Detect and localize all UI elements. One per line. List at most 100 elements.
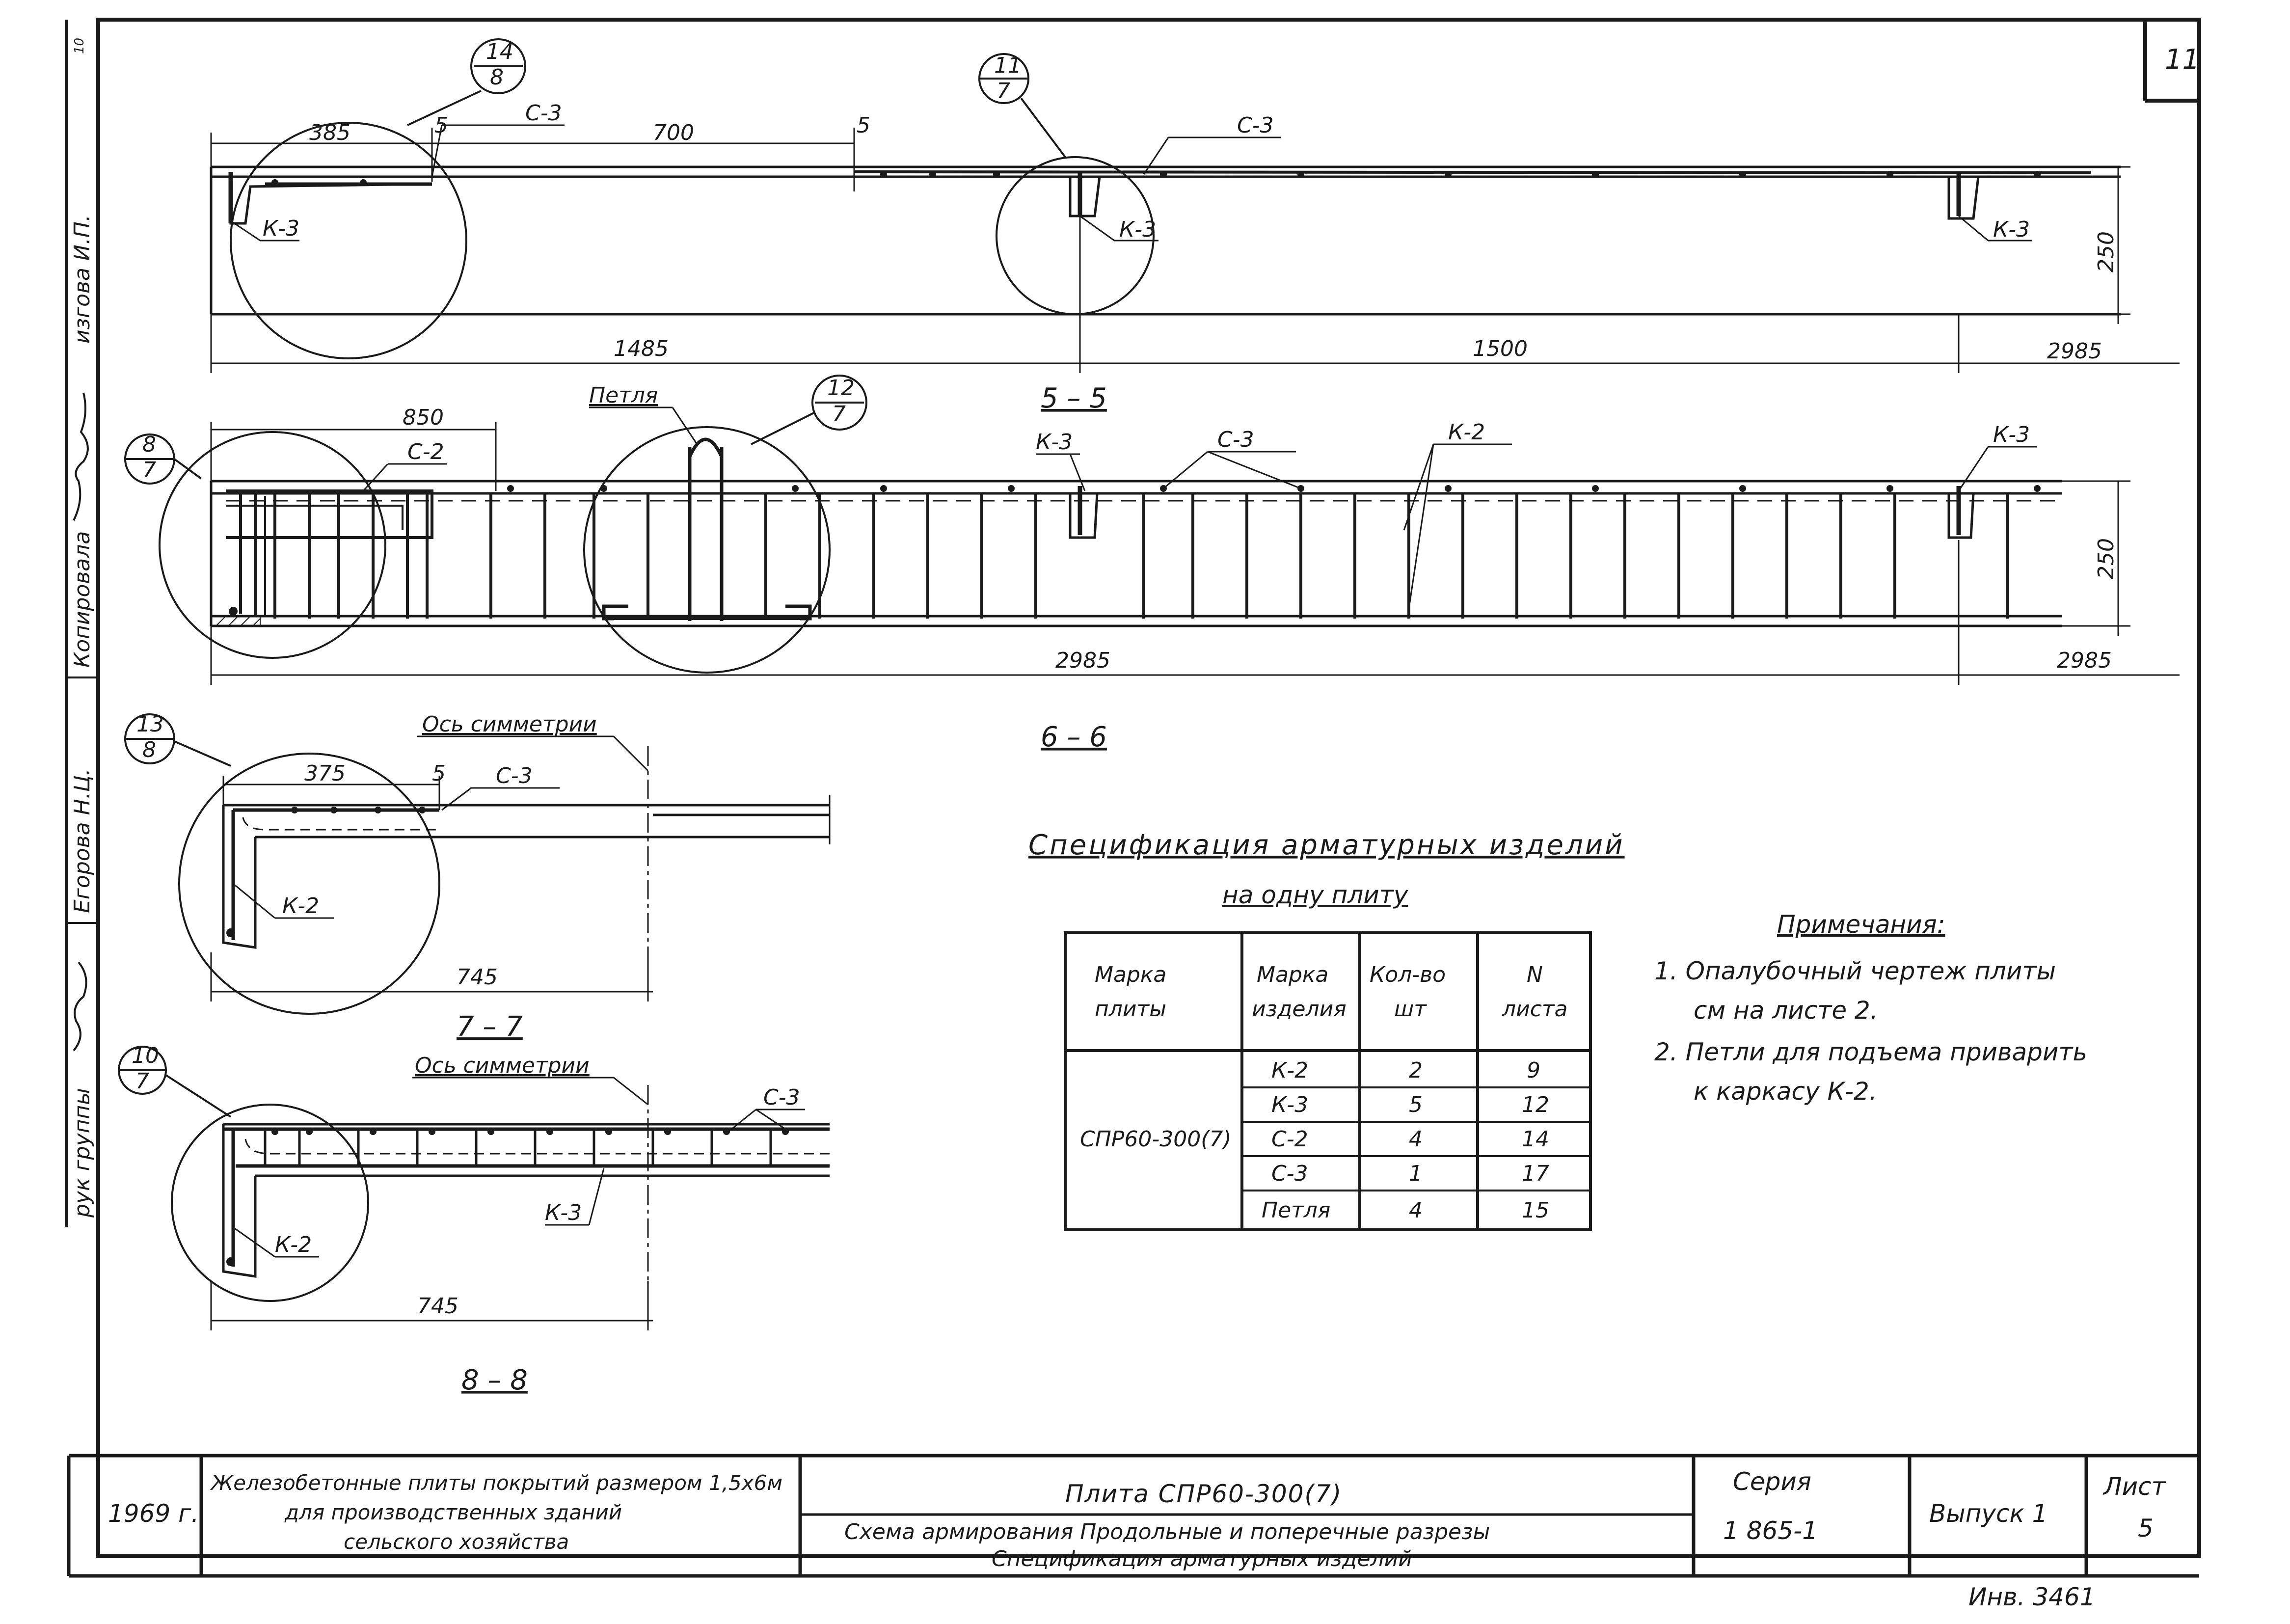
tb-scheme-2: Спецификация арматурных изделий <box>992 1546 1412 1571</box>
callout-10-7-top: 10 <box>132 1043 159 1068</box>
spec-plate-mark: СПР60-300(7) <box>1080 1127 1232 1152</box>
section-7-7-title: 7 – 7 <box>457 1011 523 1043</box>
label-k3-f: К-3 <box>545 1200 582 1225</box>
left-margin <box>65 20 100 1227</box>
tb-desc-2: для производственных зданий <box>284 1500 622 1524</box>
label-k3-c: К-3 <box>1993 217 2030 242</box>
spec-row-2-item: К-3 <box>1271 1092 1308 1117</box>
label-c3-d: С-3 <box>496 763 533 788</box>
margin-label-3: Егорова Н.Ц. <box>70 768 95 913</box>
label-k3-d: К-3 <box>1036 430 1073 455</box>
note-1-line-1: 1. Опалубочный чертеж плиты <box>1654 957 2056 985</box>
section-7-7-bars <box>226 807 426 937</box>
section-5-5-callouts <box>230 38 1155 359</box>
margin-signature-2 <box>73 961 87 1052</box>
spec-row-2-sheet: 12 <box>1522 1092 1549 1117</box>
margin-label-1: изгова И.П. <box>70 215 95 344</box>
spec-row-3-sheet: 14 <box>1522 1127 1549 1152</box>
dim-385: 385 <box>309 120 350 145</box>
sheet-frame <box>96 18 2201 1558</box>
dim-745-a: 745 <box>457 965 498 990</box>
label-k3-e: К-3 <box>1993 422 2030 447</box>
tb-year: 1969 г. <box>108 1499 199 1528</box>
spec-row-3-qty: 4 <box>1409 1127 1423 1152</box>
spec-row-5-sheet: 15 <box>1522 1198 1549 1223</box>
tb-desc-3: сельского хозяйства <box>344 1530 569 1554</box>
dim-5-a: 5 <box>434 113 448 138</box>
margin-label-2: Копировала <box>70 531 95 668</box>
section-8-8-title: 8 – 8 <box>461 1364 528 1396</box>
dim-2985-c: 2985 <box>2057 648 2112 673</box>
section-8-8-dims <box>210 1077 805 1330</box>
tb-series-label: Серия <box>1733 1467 1811 1496</box>
tb-issue: Выпуск 1 <box>1929 1499 2048 1528</box>
dim-850: 850 <box>403 405 444 430</box>
title-block <box>67 1454 2199 1578</box>
tb-scheme-1: Схема армирования Продольные и поперечны… <box>844 1519 1490 1544</box>
section-5-5-title: 5 – 5 <box>1041 382 1107 414</box>
label-c3-c: С-3 <box>1217 427 1254 452</box>
label-k3-b: К-3 <box>1119 217 1156 242</box>
tb-sheet-value: 5 <box>2138 1514 2154 1543</box>
section-6-6-bars <box>229 485 2041 616</box>
section-5-5-dims <box>210 124 2180 373</box>
label-c3-b: С-3 <box>1237 113 1274 138</box>
dim-250-b: 250 <box>2094 538 2119 579</box>
callout-14-8-top: 14 <box>486 39 513 64</box>
section-6-6-callouts <box>124 375 867 674</box>
section-8-8-callouts <box>118 1046 369 1302</box>
label-k3-a: К-3 <box>263 216 299 241</box>
dim-2985-b: 2985 <box>1055 648 1110 673</box>
spec-title: Спецификация арматурных изделий <box>1028 829 1625 861</box>
label-axis-sym-b: Ось симметрии <box>415 1053 590 1078</box>
spec-row-1-sheet: 9 <box>1527 1058 1540 1083</box>
callout-8-7-bottom: 7 <box>142 458 156 483</box>
dim-2985-a: 2985 <box>2047 339 2102 364</box>
spec-row-4-sheet: 17 <box>1522 1161 1549 1186</box>
spec-row-4-item: С-3 <box>1271 1161 1308 1186</box>
callout-13-8-top: 13 <box>136 712 164 737</box>
section-7-7-callouts <box>124 713 440 1015</box>
dim-375: 375 <box>304 761 346 786</box>
margin-label-4: рук группы <box>70 1088 95 1218</box>
label-petlya: Петля <box>589 383 658 408</box>
sheet-number-top: 11 <box>2165 44 2200 76</box>
note-1-line-2: см на листе 2. <box>1694 996 1878 1025</box>
section-7-7-dims <box>210 735 653 1001</box>
note-2-line-2: к каркасу К-2. <box>1694 1077 1877 1106</box>
section-6-6-title: 6 – 6 <box>1041 721 1107 753</box>
label-c3-e: С-3 <box>763 1085 800 1110</box>
callout-10-7-bottom: 7 <box>135 1069 149 1094</box>
spec-row-4-qty: 1 <box>1409 1161 1423 1186</box>
label-c2-a: С-2 <box>407 439 444 464</box>
callout-14-8-bottom: 8 <box>490 65 504 90</box>
section-5-5-drawing <box>210 165 2121 316</box>
inventory-number: Инв. 3461 <box>1968 1583 2096 1611</box>
section-8-8-bars <box>226 1128 789 1266</box>
spec-subtitle: на одну плиту <box>1222 881 1409 909</box>
dim-745-b: 745 <box>417 1294 458 1319</box>
callout-13-8-bottom: 8 <box>142 737 156 762</box>
callout-12-7-top: 12 <box>827 376 855 401</box>
callout-12-7-bottom: 7 <box>832 402 846 427</box>
dim-700: 700 <box>653 120 694 145</box>
dim-5-c: 5 <box>432 761 446 786</box>
callout-8-7-top: 8 <box>142 432 156 457</box>
margin-top-number: 10 <box>72 38 87 54</box>
section-6-6-stirrups <box>273 493 2009 619</box>
tb-series-value: 1 865-1 <box>1723 1516 1818 1545</box>
dim-1485: 1485 <box>614 336 669 361</box>
spec-row-5-item: Петля <box>1262 1198 1330 1223</box>
spec-row-2-qty: 5 <box>1409 1092 1423 1117</box>
section-6-6-dims <box>210 406 2180 685</box>
section-5-5-bars <box>271 171 2041 186</box>
label-k2-c: К-2 <box>275 1232 312 1257</box>
spec-row-1-item: К-2 <box>1271 1058 1308 1083</box>
label-k2-a: К-2 <box>1448 420 1485 445</box>
notes-title: Примечания: <box>1777 910 1945 939</box>
dim-1500: 1500 <box>1473 336 1528 361</box>
